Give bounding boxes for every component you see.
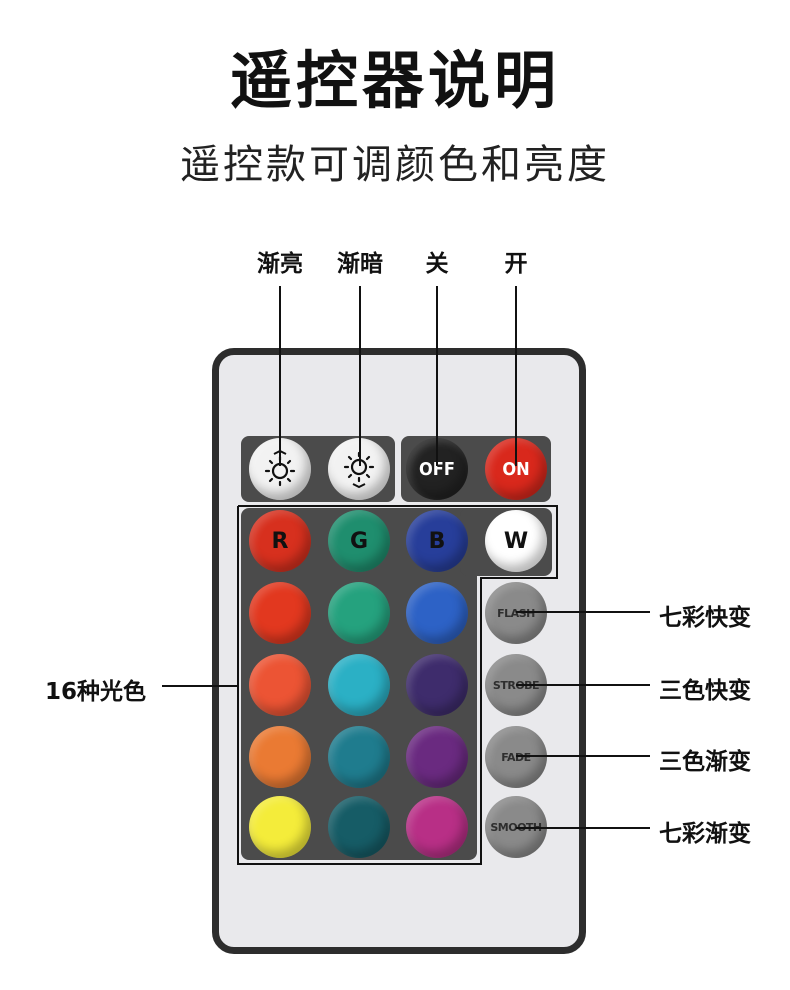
- off-button-label: OFF: [419, 458, 455, 480]
- color-button-green-2[interactable]: [328, 582, 390, 644]
- label-off: 关: [425, 251, 449, 277]
- callout-line-fade: [516, 755, 650, 757]
- flash-button[interactable]: FLASH: [485, 582, 547, 644]
- color-button-green-4[interactable]: [328, 726, 390, 788]
- label-flash: 七彩快变: [659, 605, 751, 631]
- white-button-label: W: [503, 528, 529, 554]
- color-button-red-4[interactable]: [249, 726, 311, 788]
- flash-button-label: FLASH: [497, 606, 535, 620]
- callout-line-smooth: [516, 827, 650, 829]
- red-button[interactable]: R: [249, 510, 311, 572]
- fade-button[interactable]: FADE: [485, 726, 547, 788]
- blue-button-label: B: [428, 528, 446, 554]
- green-button[interactable]: G: [328, 510, 390, 572]
- label-dim: 渐暗: [337, 251, 383, 277]
- callout-line-strobe: [516, 684, 650, 686]
- callout-line-dim: [359, 286, 361, 466]
- label-fade: 三色渐变: [659, 749, 751, 775]
- color-button-blue-5[interactable]: [406, 796, 468, 858]
- callout-line-colors: [162, 685, 239, 687]
- color-button-green-3[interactable]: [328, 654, 390, 716]
- label-smooth: 七彩渐变: [659, 821, 751, 847]
- callout-line-brighten: [279, 286, 281, 466]
- color-button-blue-2[interactable]: [406, 582, 468, 644]
- color-button-red-3[interactable]: [249, 654, 311, 716]
- blue-button[interactable]: B: [406, 510, 468, 572]
- page-title: 遥控器说明: [229, 44, 560, 117]
- page-subtitle: 遥控款可调颜色和亮度: [180, 142, 610, 188]
- color-button-blue-3[interactable]: [406, 654, 468, 716]
- label-color-count: 16种光色: [45, 679, 147, 705]
- label-on: 开: [504, 251, 528, 277]
- color-button-red-2[interactable]: [249, 582, 311, 644]
- green-button-label: G: [349, 528, 369, 554]
- white-button[interactable]: W: [485, 510, 547, 572]
- red-button-label: R: [271, 528, 289, 554]
- callout-line-flash: [516, 611, 650, 613]
- on-button-label: ON: [502, 458, 530, 480]
- color-button-green-5[interactable]: [328, 796, 390, 858]
- color-button-red-5[interactable]: [249, 796, 311, 858]
- fade-button-label: FADE: [501, 750, 531, 764]
- callout-line-on: [515, 286, 517, 466]
- callout-line-off: [436, 286, 438, 466]
- color-button-blue-4[interactable]: [406, 726, 468, 788]
- label-strobe: 三色快变: [659, 678, 751, 704]
- label-brighten: 渐亮: [257, 251, 303, 277]
